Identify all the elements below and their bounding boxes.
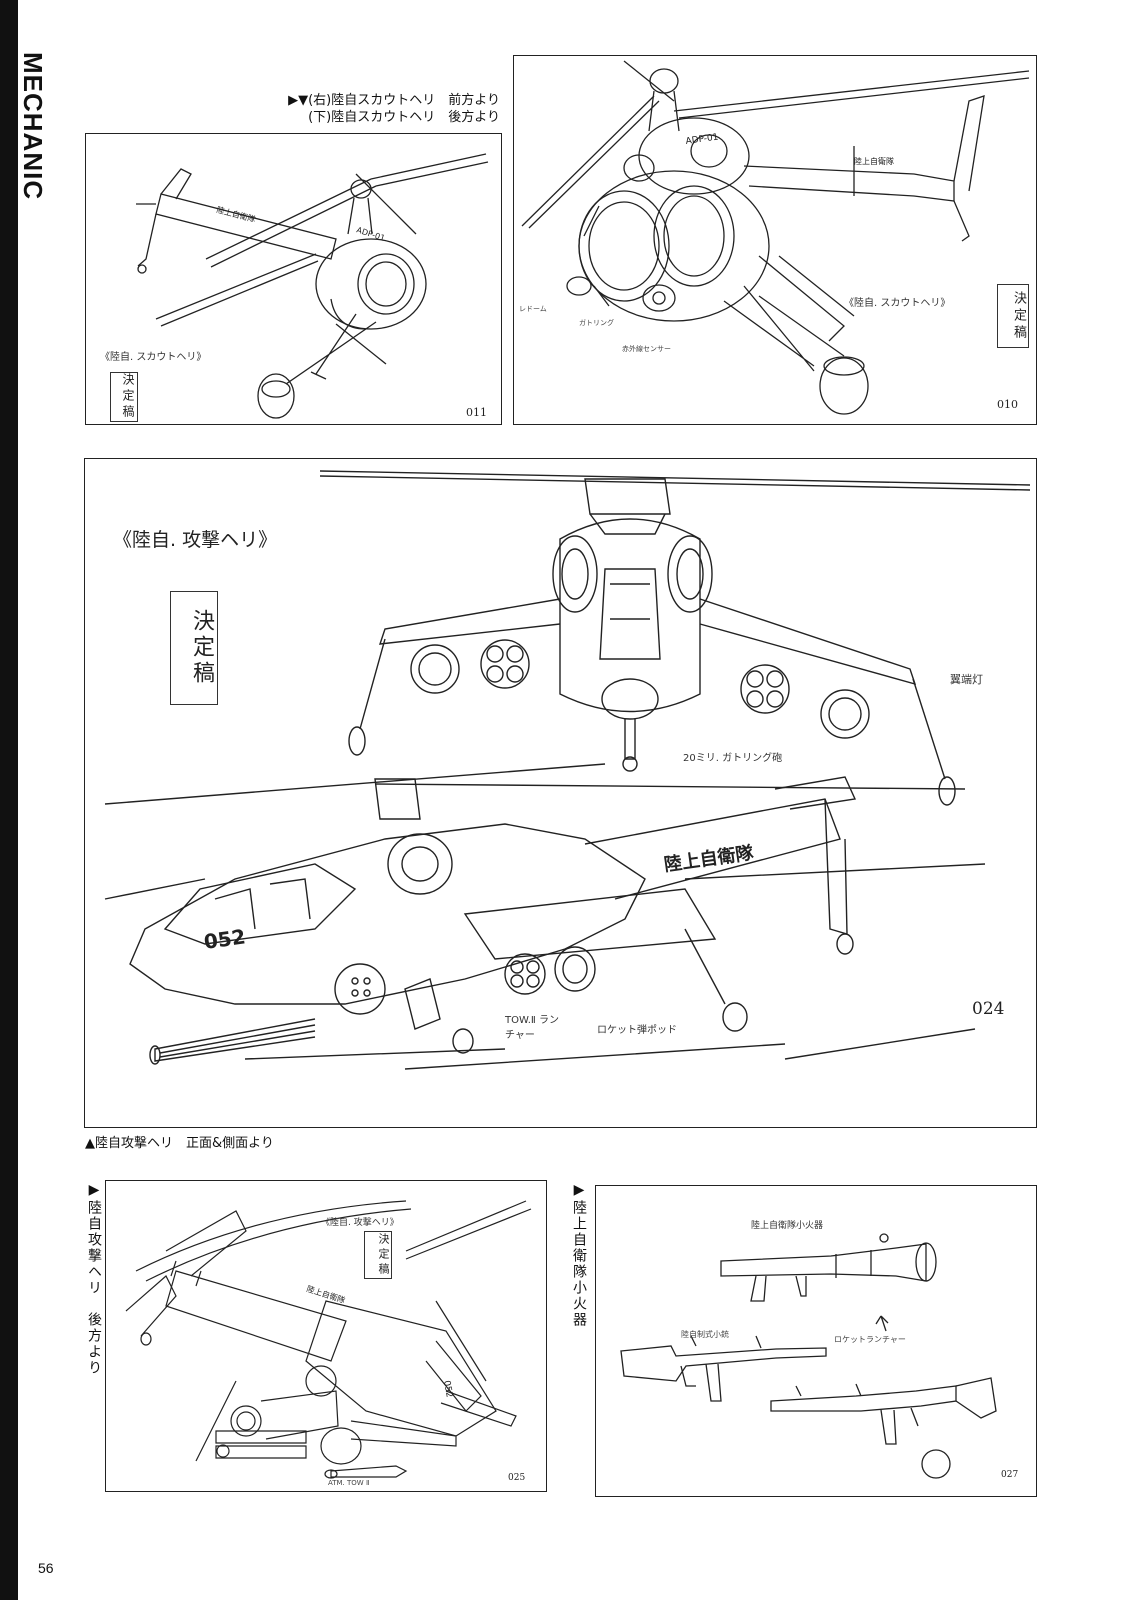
attack-main-stamp: 決定稿 bbox=[170, 591, 218, 705]
caption-middle: ▲陸自攻撃ヘリ 正面&側面より bbox=[85, 1136, 274, 1151]
attack-rear-fuselage-number: 052 bbox=[441, 1380, 454, 1399]
caption-bottom-right: ▶陸上自衛隊小火器 bbox=[571, 1182, 587, 1328]
scout-front-tail-text: 陸上自衛隊 bbox=[854, 156, 894, 166]
scout-front-label-radome: レドーム bbox=[519, 305, 547, 313]
scout-front-drawing: ADP-01 陸上自衛隊 bbox=[521, 60, 1030, 415]
attack-main-tail-text: 陸上自衛隊 bbox=[663, 842, 756, 876]
attack-rear-label-atm: ATM. TOW Ⅱ bbox=[328, 1479, 370, 1487]
scout-rear-drawing: ADP-01 陸上自衛隊 bbox=[136, 153, 489, 419]
attack-rear-stamp: 決定稿 bbox=[364, 1231, 392, 1279]
small-arms-drawing bbox=[620, 1233, 997, 1479]
sheet-attack-rear: 陸上自衛隊 052 《陸自. 攻撃ヘリ》 決定稿 ATM. TOW Ⅱ 025 bbox=[105, 1180, 547, 1492]
scout-front-sheet-number: 010 bbox=[997, 398, 1018, 411]
caption-bottom-left: ▶陸自攻撃ヘリ 後方より bbox=[86, 1182, 102, 1376]
attack-rear-sheet-number: 025 bbox=[508, 1473, 526, 1483]
attack-main-label-wingtip: 翼端灯 bbox=[950, 673, 983, 686]
scout-front-title: 《陸自. スカウトヘリ》 bbox=[844, 298, 951, 309]
small-arms-sheet-number: 027 bbox=[1001, 1470, 1019, 1480]
scout-front-label-gatling: ガトリング bbox=[579, 319, 614, 327]
page-number: 56 bbox=[38, 1560, 54, 1576]
attack-rear-title: 《陸自. 攻撃ヘリ》 bbox=[321, 1218, 399, 1228]
caption-top-line2: (下)陸自スカウトヘリ 後方より bbox=[308, 110, 500, 125]
attack-main-sheet-number: 024 bbox=[972, 999, 1005, 1019]
attack-main-label-gun: 20ミリ. ガトリング砲 bbox=[683, 753, 783, 764]
sheet-scout-rear: ADP-01 陸上自衛隊 《陸自. スカウトヘリ》 決定稿 011 bbox=[85, 133, 502, 425]
scout-rear-title: 《陸自. スカウトヘリ》 bbox=[100, 352, 207, 363]
small-arms-title: 陸上自衛隊小火器 bbox=[751, 1221, 824, 1231]
scout-rear-sheet-number: 011 bbox=[466, 406, 487, 419]
sheet-attack-main: 052 陸上自衛隊 《陸自. 攻撃ヘリ》 決定稿 翼端灯 20ミリ. ガトリング… bbox=[84, 458, 1037, 1128]
section-label: MECHANIC bbox=[18, 52, 48, 201]
sheet-scout-front: ADP-01 陸上自衛隊 《陸自. スカウトヘリ》 決定稿 レドーム ガトリング… bbox=[513, 55, 1037, 425]
section-side-bar bbox=[0, 0, 18, 1600]
attack-main-drawing: 052 陸上自衛隊 bbox=[104, 470, 1031, 1070]
scout-front-label-ir-sensor: 赤外線センサー bbox=[622, 345, 671, 353]
scout-rear-tail-text: 陸上自衛隊 bbox=[215, 204, 256, 224]
caption-top-line1: ▶▼(右)陸自スカウトヘリ 前方より bbox=[288, 93, 500, 108]
small-arms-label-rifle: 陸自制式小銃 bbox=[681, 1330, 729, 1339]
attack-main-label-rocket: ロケット弾ポッド bbox=[597, 1025, 677, 1036]
attack-main-label-tow: TOW.Ⅱ ランチャー bbox=[505, 1015, 559, 1041]
scout-front-stamp: 決定稿 bbox=[997, 284, 1029, 348]
scout-rear-stamp: 決定稿 bbox=[110, 372, 138, 422]
sheet-small-arms: 陸上自衛隊小火器 ロケットランチャー 陸自制式小銃 027 bbox=[595, 1185, 1037, 1497]
scout-front-code: ADP-01 bbox=[685, 132, 719, 146]
attack-main-fuselage-number: 052 bbox=[202, 924, 247, 954]
attack-rear-drawing: 陸上自衛隊 052 bbox=[125, 1200, 532, 1479]
small-arms-label-launcher: ロケットランチャー bbox=[834, 1335, 906, 1344]
attack-main-title: 《陸自. 攻撃ヘリ》 bbox=[113, 529, 278, 551]
